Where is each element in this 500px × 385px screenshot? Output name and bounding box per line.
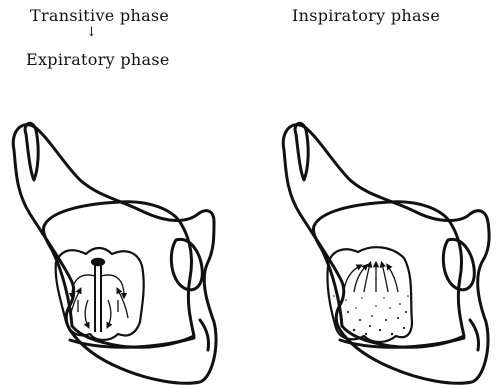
left-inner-cavity [43,202,194,348]
right-nasal-loop [295,123,308,180]
left-floor-line [70,338,194,347]
right-cross-section [283,123,489,383]
left-airflow-arrows [70,275,128,326]
left-expiratory-bulb [56,248,144,340]
left-nasal-loop [25,123,38,180]
left-side-lobe [171,239,202,289]
right-lower-spur [470,320,479,350]
left-lower-spur [200,320,209,350]
right-inflow-arrows [344,264,398,292]
